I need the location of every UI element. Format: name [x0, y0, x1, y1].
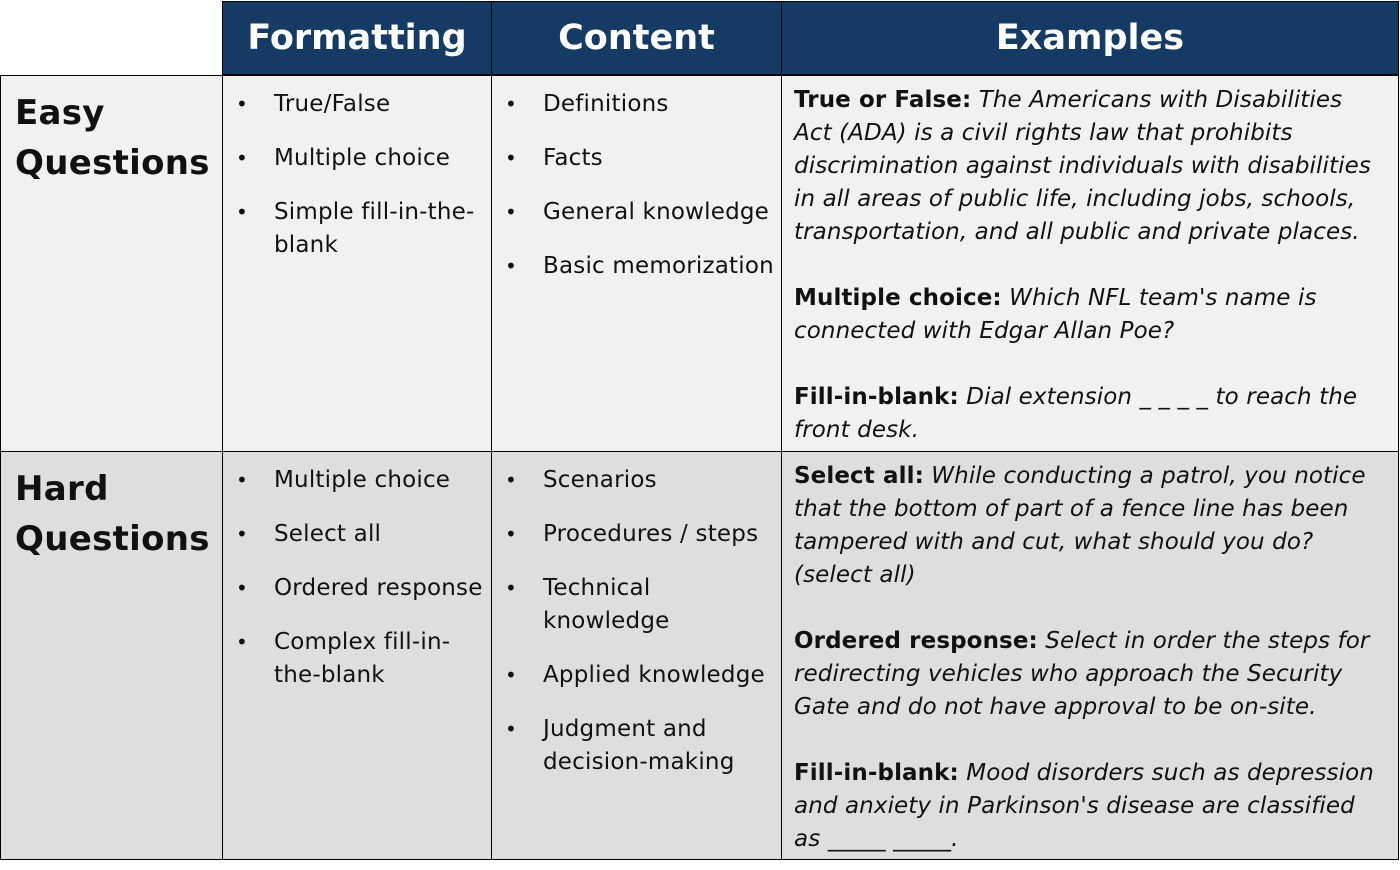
- list-item-text: Technical knowledge: [543, 575, 670, 634]
- example-item: Ordered response: Select in order the st…: [794, 625, 1382, 724]
- bullet-icon: •: [236, 468, 248, 492]
- bullet-icon: •: [505, 146, 517, 170]
- list-item: • Definitions: [492, 88, 781, 121]
- bullet-icon: •: [236, 630, 248, 654]
- list-item: • Ordered response: [223, 572, 491, 605]
- bullet-icon: •: [505, 522, 517, 546]
- hard-content-cell: • Scenarios • Procedures / steps • Technical …: [491, 451, 782, 860]
- example-label: Multiple choice:: [794, 285, 1002, 311]
- list-item: • True/False: [223, 88, 491, 121]
- example-item: Fill-in-blank: Dial extension _ _ _ _ to…: [794, 381, 1382, 447]
- easy-formatting-cell: • True/False • Multiple choice • Simple fill-…: [222, 75, 492, 452]
- list-item-text: Judgment and decision-making: [543, 716, 735, 775]
- list-item-text: Multiple choice: [274, 145, 451, 171]
- list-item-text: Basic memorization: [543, 253, 774, 279]
- easy-row-label: Easy Questions: [1, 76, 222, 188]
- list-item: • Multiple choice: [223, 464, 491, 497]
- bullet-icon: •: [505, 92, 517, 116]
- list-item: • Applied knowledge: [492, 659, 781, 692]
- list-item-text: Select all: [274, 521, 382, 547]
- bullet-icon: •: [505, 576, 517, 600]
- easy-content-cell: • Definitions • Facts • General knowledge • Bas…: [491, 75, 782, 452]
- hard-examples: Select all: While conducting a patrol, y…: [782, 452, 1398, 856]
- easy-row-label-cell: Easy Questions: [0, 75, 223, 452]
- hard-row-label: Hard Questions: [1, 452, 222, 564]
- bullet-icon: •: [505, 468, 517, 492]
- list-item: • Basic memorization: [492, 250, 781, 283]
- example-text: Dial extension _ _ _ _ to reach the fron…: [794, 384, 1358, 443]
- example-text: Which NFL team's name is connected with …: [794, 285, 1317, 344]
- example-text: Select in order the steps for redirectin…: [794, 628, 1370, 720]
- example-label: Fill-in-blank:: [794, 760, 959, 786]
- hard-examples-cell: Select all: While conducting a patrol, y…: [781, 451, 1399, 860]
- list-item: • Technical knowledge: [492, 572, 781, 638]
- list-item-text: General knowledge: [543, 199, 770, 225]
- easy-label-line2: Questions: [15, 143, 210, 183]
- list-item: • Simple fill-in-the-blank: [223, 196, 491, 262]
- list-item: • Procedures / steps: [492, 518, 781, 551]
- bullet-icon: •: [236, 146, 248, 170]
- list-item: • Scenarios: [492, 464, 781, 497]
- easy-formatting-list: • True/False • Multiple choice • Simple fill-…: [223, 76, 491, 262]
- hard-formatting-cell: • Multiple choice • Select all • Ordered resp…: [222, 451, 492, 860]
- list-item: • General knowledge: [492, 196, 781, 229]
- example-label: True or False:: [794, 87, 972, 113]
- bullet-icon: •: [236, 522, 248, 546]
- header-content: Content: [491, 1, 782, 75]
- list-item: • Facts: [492, 142, 781, 175]
- hard-row-label-cell: Hard Questions: [0, 451, 223, 860]
- bullet-icon: •: [236, 92, 248, 116]
- list-item-text: Ordered response: [274, 575, 483, 601]
- example-text: The Americans with Disabilities Act (ADA…: [794, 87, 1371, 245]
- list-item: • Complex fill-in-the-blank: [223, 626, 491, 692]
- bullet-icon: •: [236, 200, 248, 224]
- hard-label-line1: Hard: [15, 469, 109, 509]
- bullet-icon: •: [236, 576, 248, 600]
- bullet-icon: •: [505, 254, 517, 278]
- hard-label-line2: Questions: [15, 519, 210, 559]
- header-formatting: Formatting: [222, 1, 492, 75]
- header-examples: Examples: [781, 1, 1399, 75]
- list-item-text: True/False: [274, 91, 391, 117]
- example-text: While conducting a patrol, you notice th…: [794, 463, 1366, 588]
- example-item: True or False: The Americans with Disabi…: [794, 84, 1382, 249]
- list-item-text: Multiple choice: [274, 467, 451, 493]
- list-item-text: Procedures / steps: [543, 521, 759, 547]
- list-item-text: Scenarios: [543, 467, 657, 493]
- list-item: • Select all: [223, 518, 491, 551]
- easy-examples: True or False: The Americans with Disabi…: [782, 76, 1398, 447]
- list-item-text: Simple fill-in-the-blank: [274, 199, 475, 258]
- list-item: • Multiple choice: [223, 142, 491, 175]
- example-text: Mood disorders such as depression and an…: [794, 760, 1374, 852]
- list-item-text: Complex fill-in-the-blank: [274, 629, 451, 688]
- example-label: Fill-in-blank:: [794, 384, 959, 410]
- easy-examples-cell: True or False: The Americans with Disabi…: [781, 75, 1399, 452]
- list-item-text: Facts: [543, 145, 603, 171]
- hard-content-list: • Scenarios • Procedures / steps • Technical …: [492, 452, 781, 779]
- bullet-icon: •: [505, 717, 517, 741]
- list-item-text: Applied knowledge: [543, 662, 765, 688]
- example-item: Fill-in-blank: Mood disorders such as de…: [794, 757, 1382, 856]
- hard-formatting-list: • Multiple choice • Select all • Ordered resp…: [223, 452, 491, 692]
- easy-content-list: • Definitions • Facts • General knowledge • Bas…: [492, 76, 781, 283]
- easy-label-line1: Easy: [15, 93, 105, 133]
- bullet-icon: •: [505, 200, 517, 224]
- example-label: Select all:: [794, 463, 924, 489]
- list-item: • Judgment and decision-making: [492, 713, 781, 779]
- example-label: Ordered response:: [794, 628, 1038, 654]
- example-item: Multiple choice: Which NFL team's name i…: [794, 282, 1382, 348]
- example-item: Select all: While conducting a patrol, y…: [794, 460, 1382, 592]
- bullet-icon: •: [505, 663, 517, 687]
- list-item-text: Definitions: [543, 91, 669, 117]
